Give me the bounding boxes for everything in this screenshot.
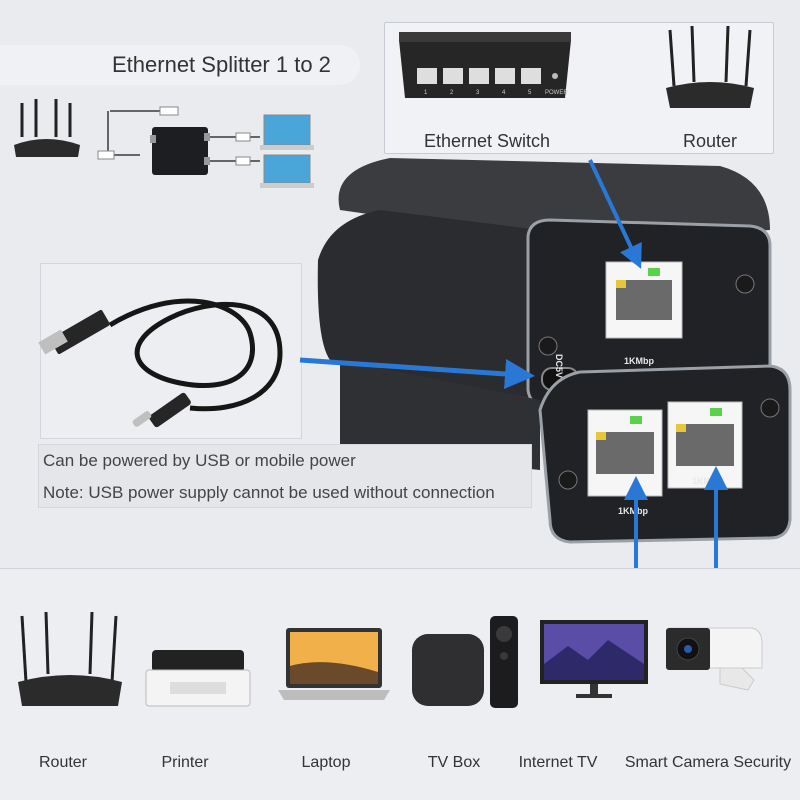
device-label-printer: Printer [161,754,209,771]
ethernet-switch-label: Ethernet Switch [424,131,551,151]
port-speed-label: 1KMbp [618,506,648,516]
internet-tv-icon [540,620,648,698]
laptop-icon [260,114,314,150]
title-background [0,45,360,85]
switch-power-label: POWER [545,90,568,96]
device-label-internet-tv: Internet TV [518,754,598,771]
switch-port-label: 2 [450,90,454,96]
ethernet-switch-icon: 1 2 3 4 5 POWER [399,32,571,98]
laptop-icon [278,628,390,700]
printer-icon [145,650,251,707]
note-line-1: Can be powered by USB or mobile power [43,451,356,470]
switch-port-label: 3 [476,90,480,96]
arrow-icon [588,159,642,269]
splitter-device: 1KMbp DC5V 1KMbp 1KMbp [317,158,792,544]
tv-box-icon [412,616,518,708]
device-label-laptop: Laptop [301,754,351,771]
router-icon [666,25,754,108]
devices-panel [0,568,800,800]
router-label: Router [683,131,738,151]
camera-icon [666,627,763,691]
page-title: Ethernet Splitter 1 to 2 [112,52,331,77]
router-icon [14,99,80,157]
splitter-mini-icon [150,127,210,175]
splitter-upper-unit: 1KMbp DC5V [317,158,772,410]
laptop-icon [260,154,314,188]
power-label: DC5V [554,354,564,378]
switch-port-label: 4 [502,90,506,96]
switch-port-label: 5 [528,90,532,96]
device-label-tv-box: TV Box [427,754,481,771]
usb-cable-icon [38,298,283,428]
device-label-smart-camera: Smart Camera Security [624,754,792,771]
switch-port-label: 1 [424,90,428,96]
splitter-lower-unit: 1KMbp 1KMbp [340,360,792,544]
device-label-router: Router [38,754,88,771]
router-icon [18,611,122,706]
notes-box [38,444,532,508]
splitter-diagram [14,99,314,188]
arrow-icon [299,357,535,389]
port-speed-label: 1KMbp [624,356,654,366]
note-line-2: Note: USB power supply cannot be used wi… [43,483,495,502]
